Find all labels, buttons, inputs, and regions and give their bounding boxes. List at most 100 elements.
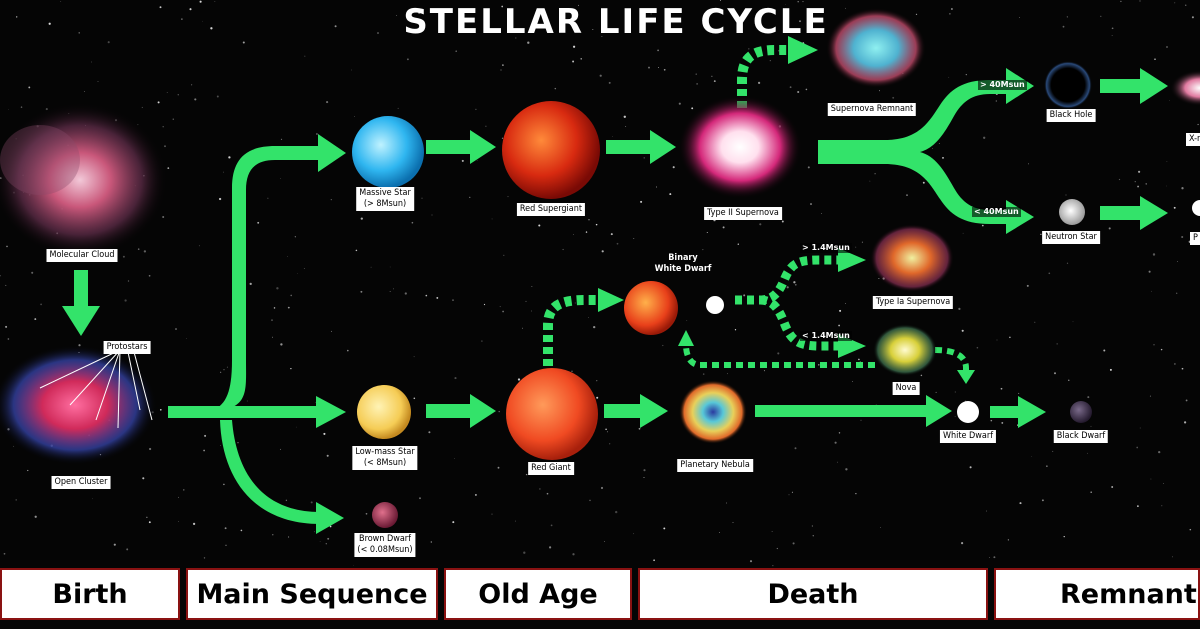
background-star — [793, 281, 796, 284]
background-star — [525, 300, 527, 302]
background-star — [1062, 25, 1065, 28]
background-star — [1148, 270, 1151, 273]
background-star — [604, 541, 605, 543]
low-mass-star — [357, 385, 411, 439]
background-star — [315, 133, 318, 135]
background-star — [146, 516, 148, 518]
background-star — [550, 524, 553, 527]
background-star — [491, 513, 493, 515]
background-star — [0, 274, 1, 277]
background-star — [989, 556, 991, 558]
background-star — [608, 81, 611, 84]
arrowhead-1a — [838, 248, 866, 272]
background-star — [1065, 194, 1067, 196]
background-star — [1158, 450, 1161, 454]
background-star — [1166, 185, 1168, 187]
arrow-trunk — [168, 406, 208, 418]
label-low-mass-star-line2: (< 8Msun) — [363, 458, 407, 468]
background-star — [995, 100, 997, 102]
binary-companion — [624, 281, 678, 335]
background-star — [225, 544, 227, 546]
background-star — [1176, 292, 1178, 294]
background-star — [5, 284, 7, 286]
background-star — [990, 419, 993, 422]
label-binary-line1: Binary — [668, 253, 698, 263]
background-star — [91, 61, 92, 63]
background-star — [84, 91, 85, 92]
background-star — [406, 58, 409, 61]
label-brown-dwarf-line2: (< 0.08Msun) — [357, 545, 413, 555]
background-star — [1163, 483, 1164, 485]
branch-to-brown — [220, 420, 320, 524]
background-star — [3, 552, 6, 555]
background-star — [606, 431, 609, 433]
background-star — [657, 49, 659, 52]
background-star — [126, 548, 129, 551]
background-star — [1019, 17, 1020, 18]
background-star — [31, 271, 34, 274]
background-star — [702, 19, 704, 22]
background-star — [455, 50, 457, 52]
background-star — [759, 223, 762, 226]
background-star — [240, 529, 243, 532]
background-star — [589, 499, 591, 502]
background-star — [1028, 163, 1029, 165]
background-star — [935, 391, 937, 393]
background-star — [949, 13, 951, 15]
arrow-pn-to-wd — [755, 395, 952, 427]
background-star — [772, 565, 774, 567]
background-star — [219, 445, 221, 446]
background-star — [204, 434, 207, 437]
background-star — [1066, 262, 1069, 264]
background-star — [601, 250, 604, 253]
background-star — [310, 501, 313, 504]
background-star — [1152, 253, 1156, 256]
background-star — [643, 157, 645, 159]
background-star — [502, 310, 504, 313]
background-star — [981, 224, 984, 227]
stage-main-sequence: Main Sequence — [186, 568, 438, 620]
dashed-binary-to-1a — [735, 255, 840, 305]
starfield — [0, 0, 1199, 567]
background-star — [1090, 425, 1092, 427]
background-star — [1001, 421, 1004, 424]
background-star — [1183, 421, 1187, 424]
neutron-star — [1059, 199, 1085, 225]
background-star — [554, 87, 557, 90]
background-star — [781, 220, 784, 223]
arrow-ns-to-pulsar — [1100, 196, 1168, 230]
label-red-giant: Red Giant — [528, 462, 574, 475]
background-star — [696, 83, 698, 85]
background-star — [159, 408, 162, 411]
dashed-arrows-layer — [543, 45, 969, 372]
background-star — [507, 196, 509, 198]
background-star — [1111, 27, 1114, 30]
background-star — [1139, 0, 1141, 2]
background-star — [485, 125, 487, 127]
background-star — [223, 171, 224, 173]
background-star — [549, 546, 552, 549]
background-star — [1087, 396, 1090, 399]
background-star — [892, 96, 895, 99]
nova — [873, 324, 937, 376]
stage-old-age: Old Age — [444, 568, 632, 620]
background-star — [404, 292, 407, 295]
background-star — [920, 374, 923, 377]
massive-star — [352, 116, 424, 188]
white-dwarf — [957, 401, 979, 423]
background-star — [797, 90, 800, 94]
dashed-nova-to-binary — [683, 344, 875, 368]
background-star — [1108, 227, 1111, 230]
background-star — [915, 13, 918, 16]
arrows-layer — [62, 68, 1168, 534]
background-star — [616, 242, 619, 245]
background-star — [1090, 491, 1092, 493]
stage-remnant: Remnant — [994, 568, 1200, 620]
background-star — [210, 27, 213, 30]
stage-remnant-label: Remnant — [1060, 578, 1197, 610]
background-star — [658, 66, 659, 68]
background-star — [748, 48, 750, 50]
stage-old-age-label: Old Age — [478, 578, 598, 610]
background-star — [148, 447, 152, 451]
